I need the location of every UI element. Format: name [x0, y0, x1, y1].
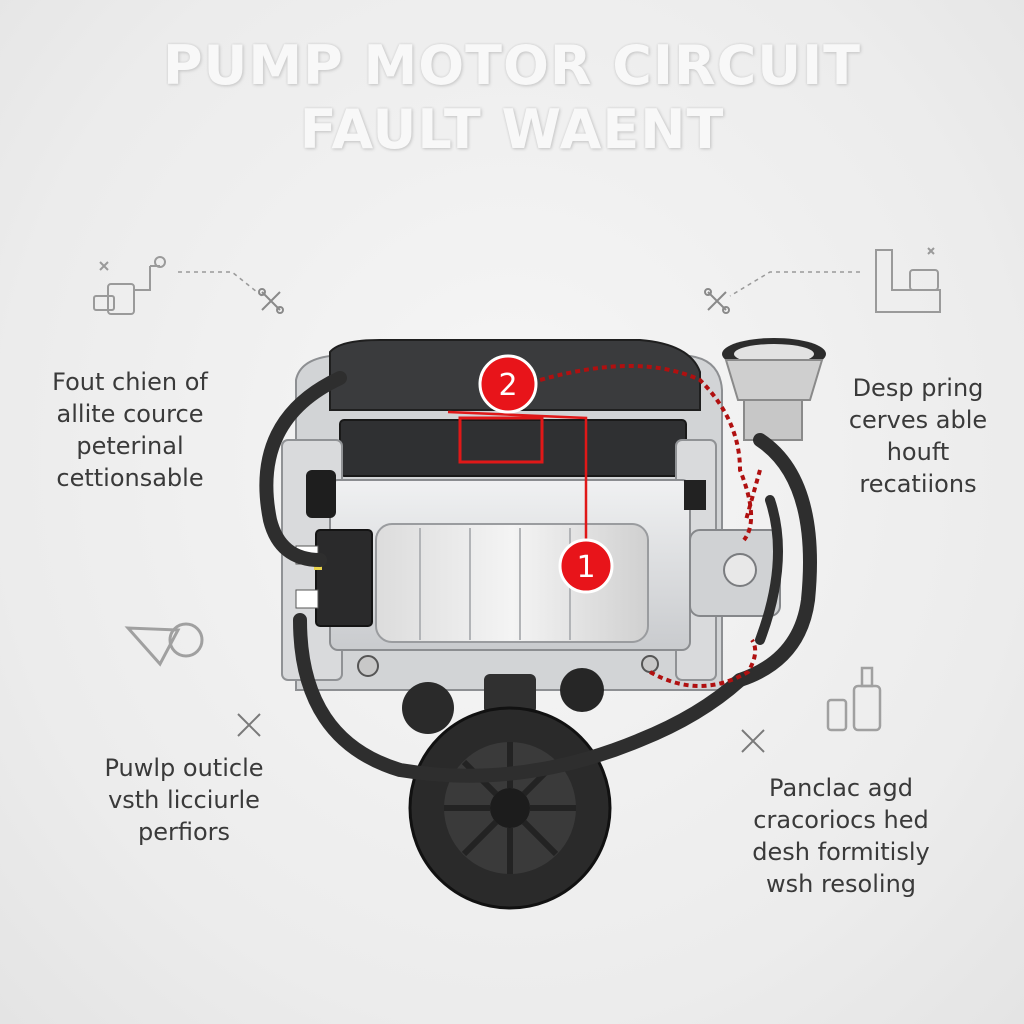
- pipe-fitting-icon-top-right: [875, 247, 941, 313]
- callout-line: Desp pring: [852, 374, 984, 402]
- fault-marker-2: 2: [478, 354, 538, 414]
- wrench-icon-bottom-right: [741, 729, 765, 753]
- fault-highlight-box: [458, 416, 544, 464]
- callout-line: cerves able: [848, 406, 988, 434]
- fault-wire-trace: [539, 364, 762, 688]
- callout-line: Puwlp outicle: [104, 754, 264, 782]
- fault-connector-line: [447, 410, 588, 540]
- fault-marker-1-label: 1: [576, 550, 595, 585]
- callout-line: allite cource: [56, 400, 204, 428]
- callout-line: peterinal: [76, 432, 184, 460]
- callout-bottom-right: Panclac agd cracoriocs hed desh formitis…: [706, 772, 976, 900]
- dashed-leader-top-right: [729, 271, 860, 297]
- callout-line: recatiions: [859, 470, 977, 498]
- callout-line: vsth licciurle: [108, 786, 260, 814]
- tools-icon-top-left: [93, 256, 166, 315]
- callout-line: desh formitisly: [752, 838, 930, 866]
- callout-line: cracoriocs hed: [753, 806, 929, 834]
- dashed-leader-top-left: [178, 271, 263, 297]
- hose-right: [733, 433, 817, 687]
- callout-line: perfiors: [137, 818, 231, 846]
- motor-assembly: [259, 338, 826, 910]
- hose-bottom: [293, 613, 747, 783]
- fault-marker-2-label: 2: [498, 368, 517, 403]
- callout-line: cettionsable: [56, 464, 204, 492]
- bottles-icon-right: [826, 666, 882, 732]
- wrench-icon-bottom-left: [237, 713, 261, 737]
- callout-line: houft: [886, 438, 950, 466]
- callout-line: Fout chien of: [52, 368, 208, 396]
- callout-top-right: Desp pring cerves able houft recatiions: [788, 372, 1024, 500]
- fault-marker-1: 1: [558, 538, 614, 594]
- wrench-icon-top-left: [258, 288, 284, 314]
- callout-top-left: Fout chien of allite cource peterinal ce…: [0, 366, 260, 494]
- callout-line: wsh resoling: [765, 870, 917, 898]
- funnel-icon-left: [124, 622, 204, 667]
- callout-bottom-left: Puwlp outicle vsth licciurle perfiors: [54, 752, 314, 848]
- diagram-title-line-1: PUMP MOTOR CIRCUIT: [162, 34, 861, 97]
- hose-left: [259, 371, 347, 567]
- callout-line: Panclac agd: [769, 774, 913, 802]
- diagram-title-line-2: FAULT WAENT: [299, 98, 725, 161]
- wrench-icon-top-right: [704, 288, 730, 314]
